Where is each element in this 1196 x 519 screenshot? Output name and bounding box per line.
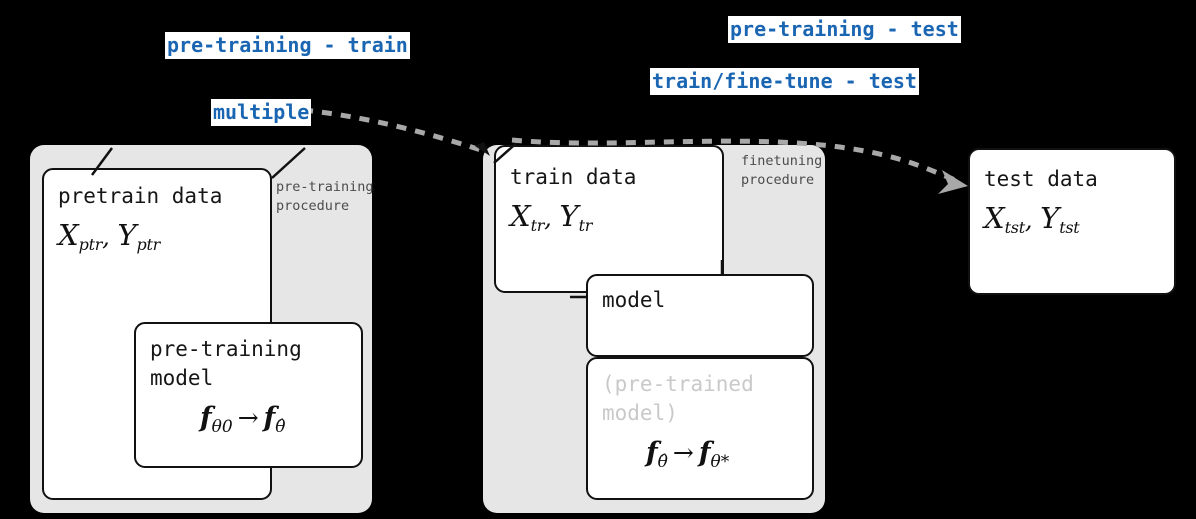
test-data-x-symbol: X: [984, 201, 1005, 235]
formula-to-symbol: f: [263, 402, 276, 433]
pretraining-procedure-caption-line1: pre-training: [276, 179, 374, 195]
ft-formula-from-symbol: f: [646, 437, 658, 468]
node-model[interactable]: model: [586, 274, 814, 357]
node-pretraining-model[interactable]: pre-training model fθ0→fθ̂: [134, 322, 363, 468]
ft-formula-from-subscript: θ̂: [657, 452, 668, 473]
pretrain-data-x-subscript: ptr: [78, 235, 103, 255]
ft-formula-arrow: →: [672, 438, 694, 467]
test-data-x-subscript: tst: [1004, 218, 1025, 238]
pretraining-model-title-line1: pre-training: [150, 337, 302, 361]
train-data-math: Xtr, Ytr: [510, 199, 593, 236]
edge-label-pretraining-train: pre-training - train: [165, 32, 410, 59]
model-title: model: [602, 288, 666, 312]
pretraining-procedure-caption-line2: procedure: [276, 198, 350, 214]
node-pretrained-model[interactable]: (pre-trained model) fθ̂→fθ*: [586, 357, 814, 500]
node-test-data[interactable]: test data Xtst, Ytst: [968, 148, 1176, 295]
train-data-x-symbol: X: [510, 199, 531, 233]
pretrain-data-y-subscript: ptr: [136, 235, 161, 255]
train-data-x-subscript: tr: [530, 216, 545, 236]
formula-arrow: →: [237, 403, 259, 432]
formula-from-subscript: θ0: [211, 417, 233, 438]
pretraining-model-formula: fθ0→fθ̂: [200, 402, 286, 437]
pretrained-model-title-line1: (pre-trained: [602, 372, 754, 396]
formula-from-symbol: f: [200, 402, 212, 433]
node-train-data[interactable]: train data Xtr, Ytr: [494, 145, 724, 293]
pretrain-data-title: pretrain data: [58, 184, 223, 208]
edge-label-multiple: multiple: [211, 99, 312, 126]
test-data-y-subscript: tst: [1059, 218, 1080, 238]
test-data-title: test data: [984, 167, 1098, 191]
test-data-math: Xtst, Ytst: [984, 201, 1080, 238]
pretrained-model-formula: fθ̂→fθ*: [646, 437, 729, 472]
arrow-to-test-head: [938, 170, 968, 194]
pretrain-data-math: Xptr, Yptr: [58, 218, 161, 255]
edge-label-train-finetune-test: train/fine-tune - test: [650, 68, 919, 95]
pretraining-model-title-line2: model: [150, 366, 214, 390]
train-data-y-symbol: Y: [559, 199, 579, 233]
finetuning-procedure-caption-line1: finetuning: [741, 153, 823, 169]
edge-label-pretraining-test: pre-training - test: [728, 16, 961, 43]
train-data-y-subscript: tr: [578, 216, 593, 236]
test-data-y-symbol: Y: [1040, 201, 1060, 235]
pretrain-data-x-symbol: X: [58, 218, 79, 252]
train-data-title: train data: [510, 165, 637, 189]
pretrain-data-y-symbol: Y: [117, 218, 137, 252]
ft-formula-to-subscript: θ*: [710, 452, 730, 473]
pretrained-model-title-line2: model): [602, 401, 678, 425]
finetuning-procedure-caption-line2: procedure: [741, 172, 815, 188]
ft-formula-to-symbol: f: [698, 437, 711, 468]
formula-to-subscript: θ̂: [275, 417, 286, 438]
